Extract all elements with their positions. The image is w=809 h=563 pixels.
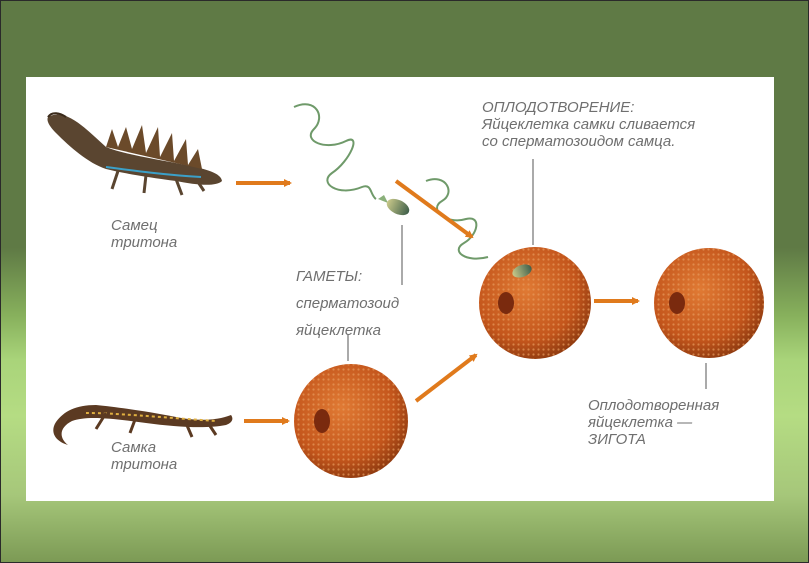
zygote-label-line1: Оплодотворенная (588, 397, 719, 414)
diagram-panel: Самец тритона Самка тритона ГАМЕТЫ: спер… (26, 77, 774, 501)
male-newt-label: Самец тритона (111, 217, 177, 251)
egg-cell-illustration (294, 364, 408, 478)
female-newt-label: Самка тритона (111, 439, 177, 473)
arrow-egg-to-fertilization (416, 355, 476, 401)
gamete-egg-label: яйцеклетка (296, 317, 399, 344)
sperm-cell-illustration (294, 104, 412, 218)
male-newt-label-line1: Самец (111, 217, 177, 234)
fertilization-line2: со сперматозоидом самца. (482, 133, 695, 150)
fertilizing-egg-illustration (479, 247, 591, 359)
zygote-label-line2: яйцеклетка — (588, 414, 719, 431)
gametes-label: ГАМЕТЫ: сперматозоид яйцеклетка (296, 263, 399, 344)
fertilization-line1: Яйцеклетка самки сливается (482, 116, 695, 133)
gametes-title: ГАМЕТЫ: (296, 263, 399, 290)
female-newt-label-line1: Самка (111, 439, 177, 456)
zygote-label-line3: ЗИГОТА (588, 431, 719, 448)
fertilization-title: ОПЛОДОТВОРЕНИЕ: (482, 99, 695, 116)
gamete-sperm-label: сперматозоид (296, 290, 399, 317)
fertilization-label: ОПЛОДОТВОРЕНИЕ: Яйцеклетка самки сливает… (482, 99, 695, 150)
zygote-illustration (654, 248, 764, 358)
zygote-label: Оплодотворенная яйцеклетка — ЗИГОТА (588, 397, 719, 448)
male-newt-label-line2: тритона (111, 234, 177, 251)
male-newt-illustration (47, 113, 222, 195)
female-newt-label-line2: тритона (111, 456, 177, 473)
